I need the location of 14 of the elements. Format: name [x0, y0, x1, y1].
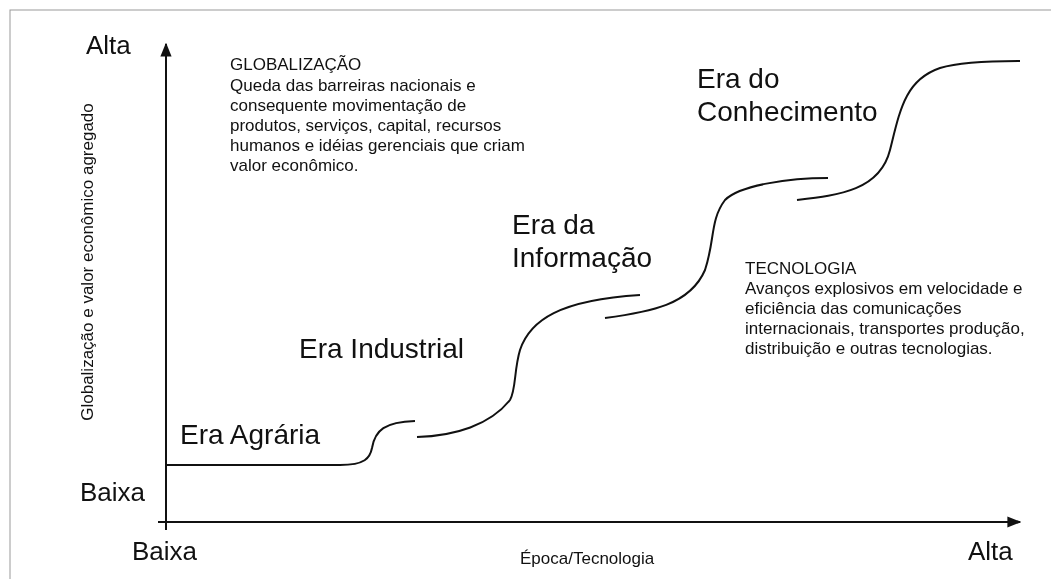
axis-level-label: Alta: [86, 30, 131, 61]
description-text: Queda das barreiras nacionais e consequente movimentação de produtos, serviços, capital, recursos humanos e idéias gerenciais que criam valor econômico.: [230, 76, 526, 177]
section-heading: GLOBALIZAÇÃO: [230, 55, 362, 76]
description-text: Avanços explosivos em velocidade e eficiência das comunicações internacionais, transportes produção, distribuição e outras tecnologias.: [745, 279, 1026, 360]
era-label: Era da Informação: [512, 208, 654, 275]
axis-title: Época/Tecnologia: [520, 549, 655, 570]
axis-level-label: Baixa: [132, 536, 198, 567]
era-label: Era Industrial: [299, 332, 464, 366]
axis-level-label: Baixa: [80, 477, 146, 508]
section-heading: TECNOLOGIA: [745, 259, 857, 280]
axis-level-label: Alta: [968, 536, 1013, 567]
era-label: Era do Conhecimento: [697, 62, 879, 129]
axis-title: Globalização e valor econômico agregado: [78, 103, 98, 421]
era-label: Era Agrária: [180, 418, 321, 452]
